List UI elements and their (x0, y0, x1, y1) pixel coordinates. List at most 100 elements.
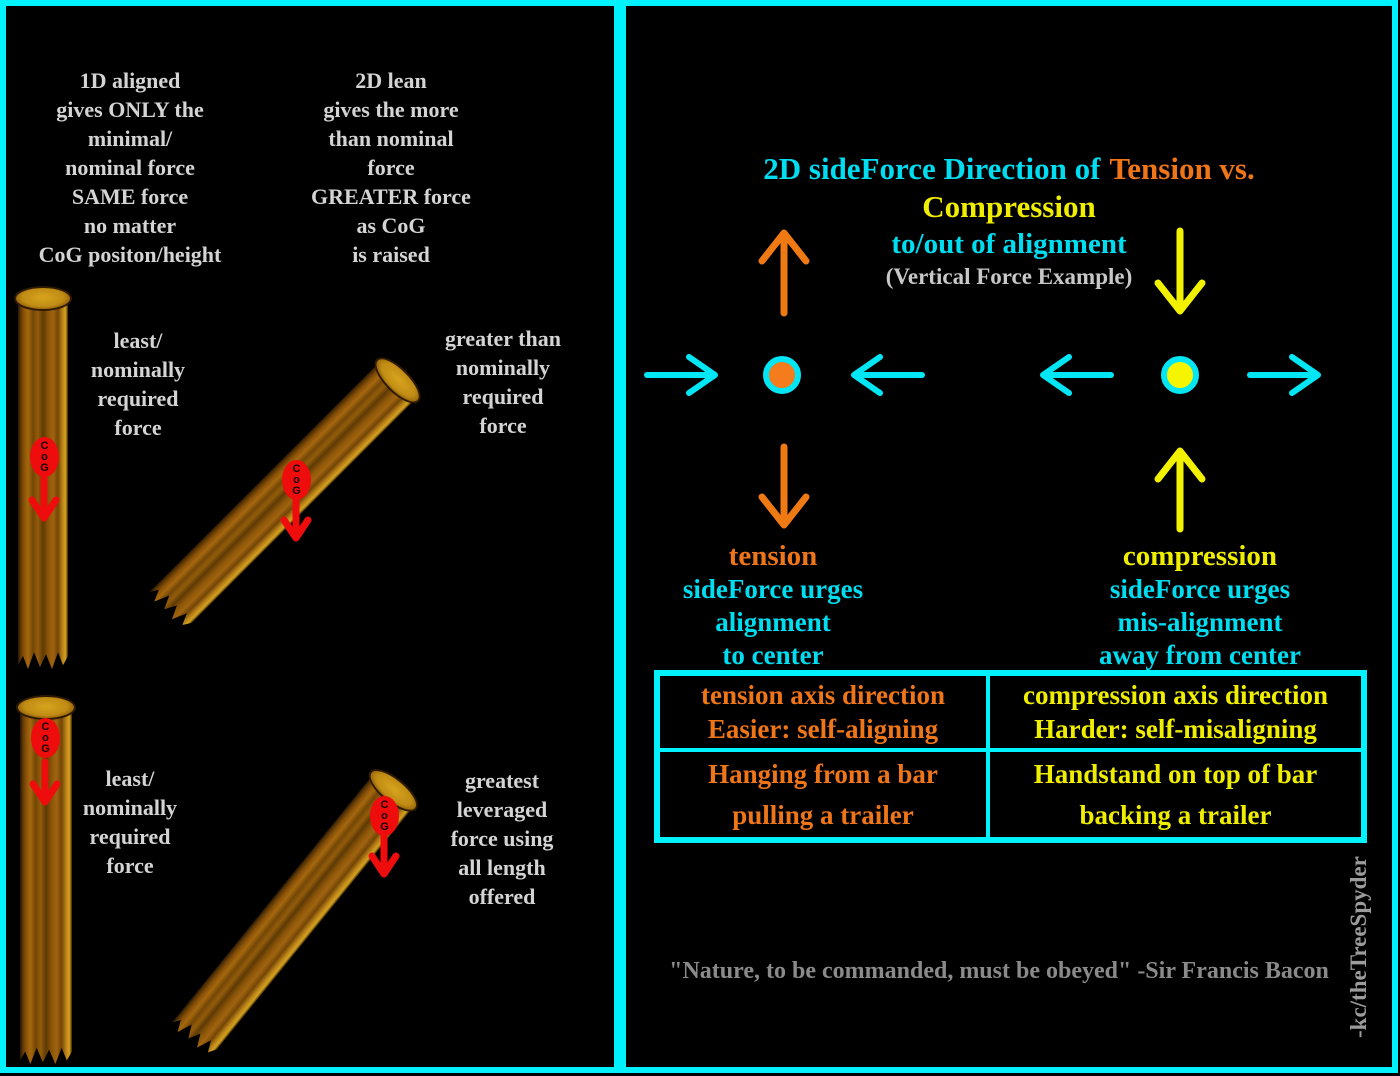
tension-label: tension (728, 540, 818, 572)
compression-push-up-arrow-icon (1154, 447, 1206, 533)
pole-vertical-top (14, 286, 72, 669)
table-cell-tension-axis: tension axis direction Easier: self-alig… (658, 674, 988, 750)
heading-2d-lean: 2D lean gives the more than nominal forc… (275, 66, 507, 269)
cog-gravity-down-arrow-icon (280, 496, 312, 542)
text-line: is raised (352, 242, 430, 267)
sideforce-outward-left-arrow-icon (1040, 354, 1114, 396)
text-line: required (97, 386, 179, 411)
text-line: mis-alignment (1117, 607, 1283, 637)
cog-letter: G (41, 742, 50, 755)
compression-node-dot (1161, 356, 1199, 394)
tension-up-arrow-icon (758, 229, 810, 317)
signature-text: -kc/theTreeSpyder (1346, 856, 1371, 1038)
cog-letter: o (381, 809, 388, 822)
table-cell-compression-examples: Handstand on top of bar backing a traile… (988, 750, 1363, 839)
caption-bottom-right: greatest leveraged force using all lengt… (412, 766, 592, 911)
text-line: Handstand on top of bar (1033, 758, 1318, 789)
text-line: tension axis direction (700, 680, 945, 710)
text-line: least/ (113, 328, 163, 353)
cog-letter: G (292, 484, 301, 497)
sideforce-inward-left-arrow-icon (851, 354, 925, 396)
text-line: leveraged (456, 797, 548, 822)
text-line: required (462, 384, 544, 409)
heading-1d-aligned: 1D aligned gives ONLY the minimal/ nomin… (14, 66, 246, 269)
text-line: least/ (105, 766, 155, 791)
text-line: all length (458, 855, 546, 880)
text-line: greater than (445, 326, 561, 351)
title-cyan-part: 2D sideForce Direction of (763, 151, 1101, 186)
text-line: gives ONLY the (56, 97, 204, 122)
compression-label: compression (1122, 540, 1278, 572)
tension-description: tension sideForce urges alignment to cen… (633, 540, 913, 672)
cog-marker: C o G (31, 718, 60, 758)
cog-marker: C o G (30, 437, 59, 477)
pole-cut-face (16, 695, 76, 720)
title-line-3: to/out of alignment (891, 228, 1127, 260)
text-line: force (479, 413, 527, 438)
text-line: Easier: self-aligning (707, 714, 939, 744)
left-panel: 1D aligned gives ONLY the minimal/ nomin… (0, 0, 620, 1073)
cog-marker: C o G (370, 796, 399, 836)
cog-letter: G (380, 820, 389, 833)
title-orange-part: Tension vs. (1109, 151, 1255, 186)
caption-bottom-left: least/ nominally required force (45, 764, 215, 880)
cog-letter: C (40, 439, 49, 452)
tension-node-dot (763, 356, 801, 394)
cog-gravity-down-arrow-icon (28, 473, 60, 522)
title-line-4: (Vertical Force Example) (885, 264, 1133, 289)
text-line: nominally (82, 795, 178, 820)
text-line: force using (450, 826, 554, 851)
cog-marker: C o G (282, 460, 311, 500)
table-cell-compression-axis: compression axis direction Harder: self-… (988, 674, 1363, 750)
caption-top-left: least/ nominally required force (53, 326, 223, 442)
sideforce-inward-right-arrow-icon (644, 354, 718, 396)
text-line: backing a trailer (1079, 799, 1272, 830)
cog-gravity-down-arrow-icon (29, 758, 61, 806)
text-line: required (89, 824, 171, 849)
tension-pull-down-arrow-icon (758, 443, 810, 529)
text-line: compression axis direction (1022, 680, 1328, 710)
cog-gravity-down-arrow-icon (368, 832, 400, 878)
cog-letter: C (380, 798, 389, 811)
text-line: 1D aligned (79, 68, 181, 93)
cog-letter: o (41, 450, 48, 463)
text-line: Harder: self-misaligning (1034, 714, 1317, 744)
text-line: force (114, 415, 162, 440)
text-line: CoG positon/height (38, 242, 222, 267)
table-cell-tension-examples: Hanging from a bar pulling a trailer (658, 750, 988, 839)
text-line: away from center (1099, 640, 1301, 670)
title-line-2: Compression (922, 189, 1096, 224)
text-line: no matter (83, 213, 177, 238)
text-line: pulling a trailer (732, 799, 914, 830)
text-line: Hanging from a bar (708, 758, 938, 789)
text-line: greatest (464, 768, 540, 793)
text-line: than nominal (328, 126, 454, 151)
text-line: as CoG (356, 213, 426, 238)
pole-cut-face (14, 286, 72, 311)
text-line: sideForce urges (1109, 574, 1291, 604)
tension-compression-table: tension axis direction Easier: self-alig… (654, 670, 1367, 843)
cog-letter: G (40, 461, 49, 474)
text-line: SAME force (71, 184, 189, 209)
text-line: force (367, 155, 415, 180)
compression-description: compression sideForce urges mis-alignmen… (1035, 540, 1365, 672)
cog-letter: C (41, 720, 50, 733)
cog-letter: C (292, 462, 301, 475)
text-line: GREATER force (311, 184, 471, 209)
text-line: 2D lean (355, 68, 427, 93)
text-line: sideForce urges (682, 574, 864, 604)
text-line: gives the more (323, 97, 459, 122)
cog-letter: o (42, 731, 49, 744)
quote-text: "Nature, to be commanded, must be obeyed… (669, 958, 1329, 984)
cog-letter: o (293, 473, 300, 486)
text-line: nominal force (65, 155, 195, 180)
text-line: offered (468, 884, 536, 909)
compression-down-arrow-icon (1154, 227, 1206, 315)
pole-vertical-bottom (16, 695, 76, 1064)
caption-top-right: greater than nominally required force (413, 324, 593, 440)
text-line: minimal/ (87, 126, 173, 151)
